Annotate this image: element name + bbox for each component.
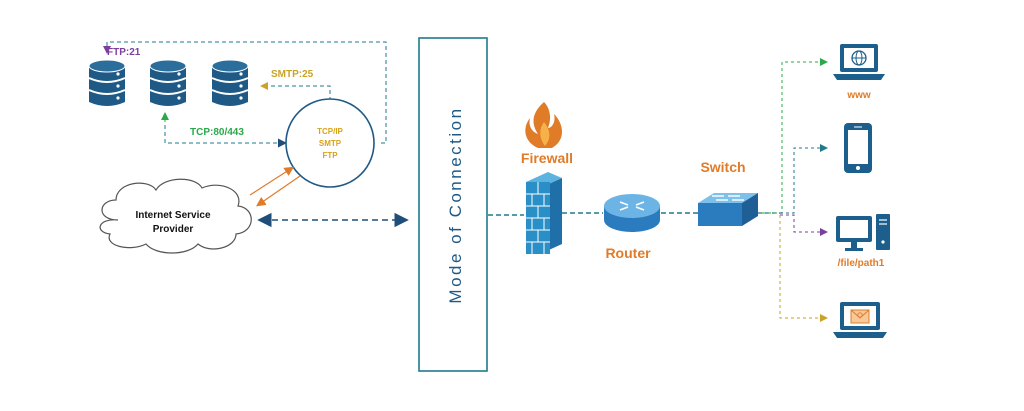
laptop-globe-icon <box>833 44 885 80</box>
mobile-connection-line <box>780 144 828 214</box>
protocol-line-3: FTP <box>322 151 338 160</box>
www-connection-line <box>762 58 828 214</box>
mode-of-connection-label: Mode of Connection <box>446 106 465 303</box>
protocol-circle <box>285 98 375 188</box>
www-label: www <box>846 90 871 101</box>
mode-of-connection-box <box>418 37 488 372</box>
file-path-label: /file/path1 <box>838 258 885 269</box>
server-icon-3 <box>211 59 249 107</box>
protocol-line-1: TCP/IP <box>317 127 343 136</box>
tcp-port-label: TCP:80/443 <box>190 127 244 138</box>
laptop-mail-icon <box>833 302 887 338</box>
brick-wall-icon <box>526 172 562 254</box>
desktop-computer-icon <box>836 214 890 251</box>
desktop-connection-line <box>780 214 828 236</box>
flame-icon <box>525 102 562 148</box>
isp-label-line-2: Provider <box>153 224 194 235</box>
isp-label-line-1: Internet Service <box>135 210 210 221</box>
firewall-label: Firewall <box>521 150 573 166</box>
ftp-connection-line <box>103 41 387 144</box>
network-switch-icon <box>698 193 758 226</box>
tcp-connection-line <box>164 118 287 148</box>
server-icon-1 <box>88 59 126 107</box>
isp-to-protocol-arrow <box>249 166 295 196</box>
smtp-port-label: SMTP:25 <box>271 69 314 80</box>
mail-connection-line <box>779 215 828 322</box>
cloud-icon <box>99 178 252 254</box>
server-icon-2 <box>149 59 187 107</box>
switch-label: Switch <box>700 159 745 175</box>
smartphone-icon <box>844 123 872 173</box>
router-icon <box>604 194 660 232</box>
ftp-port-label: FTP:21 <box>107 47 141 58</box>
protocol-to-isp-arrow <box>256 175 301 207</box>
protocol-line-2: SMTP <box>319 139 342 148</box>
router-label: Router <box>605 245 651 261</box>
